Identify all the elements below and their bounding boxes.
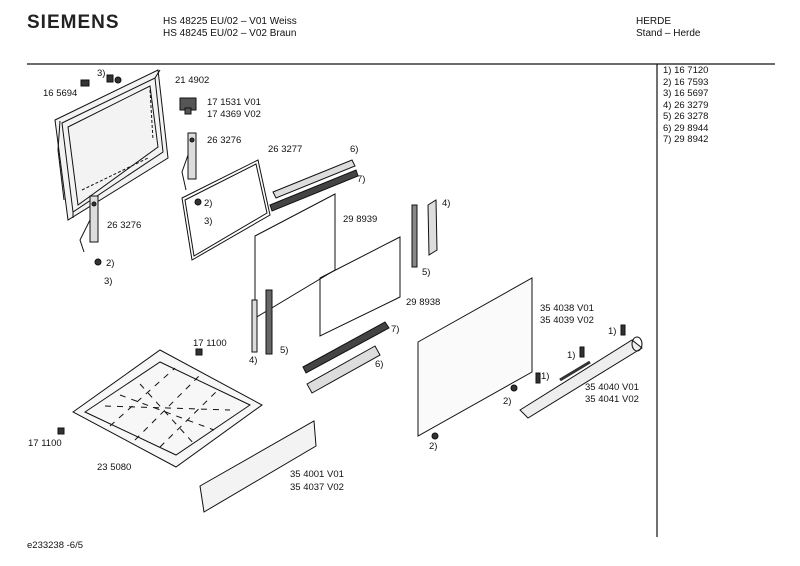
clip-parts	[80, 74, 122, 87]
legend-item: 5) 26 3278	[663, 111, 709, 122]
label-2-mid: 2)	[204, 198, 213, 209]
label-171531: 17 1531 V01	[207, 97, 261, 108]
strip-6-top	[272, 159, 356, 199]
label-6-top: 6)	[350, 144, 359, 155]
strip-6-bottom	[306, 345, 381, 394]
label-1-a: 1)	[608, 326, 617, 337]
baking-tray	[72, 349, 263, 468]
label-3-left: 3)	[104, 276, 113, 287]
profile-4-right	[427, 199, 438, 256]
model-line-2: HS 48245 EU/02 – V02 Braun	[163, 28, 297, 39]
profile-5-left	[265, 289, 273, 355]
legend-item: 3) 16 5697	[663, 88, 709, 99]
door-frame	[54, 69, 169, 221]
door-handle	[519, 336, 643, 419]
label-5-right: 5)	[422, 267, 431, 278]
legend-item: 7) 29 8942	[663, 134, 709, 145]
label-2-door-a: 2)	[503, 396, 512, 407]
label-298939: 29 8939	[343, 214, 378, 225]
label-6-bottom: 6)	[375, 359, 384, 370]
label-7-top: 7)	[357, 174, 366, 185]
label-354038: 35 4038 V01	[540, 303, 594, 314]
screws	[535, 324, 626, 384]
profile-5-right	[411, 204, 418, 268]
label-2-left: 2)	[106, 258, 115, 269]
label-174369: 17 4369 V02	[207, 109, 261, 120]
subcategory: Stand – Herde	[636, 28, 701, 39]
legend-item: 6) 29 8944	[663, 122, 709, 134]
nut-left	[57, 427, 65, 435]
label-354041: 35 4041 V02	[585, 394, 639, 405]
label-235080: 23 5080	[97, 462, 132, 473]
label-1-b: 1)	[567, 350, 576, 361]
model-line-1: HS 48225 EU/02 – V01 Weiss	[163, 16, 297, 27]
label-3-mid: 3)	[204, 216, 213, 227]
label-298938: 29 8938	[406, 297, 441, 308]
label-214902: 21 4902	[175, 75, 210, 86]
legend-list: 1) 16 7120 2) 16 7593 3) 16 5697 4) 26 3…	[663, 65, 708, 146]
label-5-left: 5)	[280, 345, 289, 356]
legend-item: 2) 16 7593	[663, 76, 709, 88]
nut-top	[195, 348, 203, 356]
label-165694: 16 5694	[43, 88, 78, 99]
door-gasket	[181, 159, 271, 261]
brand-logo: SIEMENS	[27, 12, 120, 33]
strip-7-bottom	[302, 321, 390, 374]
connector-part	[179, 97, 197, 115]
hinge-top	[181, 132, 197, 191]
profile-4-left	[251, 299, 258, 353]
label-1-c: 1)	[541, 371, 550, 382]
label-7-bottom: 7)	[391, 324, 400, 335]
label-354037: 35 4037 V02	[290, 482, 344, 493]
legend-item: 1) 16 7120	[663, 65, 709, 76]
glass-pane-middle	[319, 236, 401, 337]
label-171100-left: 17 1100	[28, 438, 62, 449]
label-2-door-b: 2)	[429, 441, 438, 452]
spacers	[94, 198, 518, 440]
label-263277: 26 3277	[268, 144, 303, 155]
hinge-left	[79, 195, 99, 253]
label-354040: 35 4040 V01	[585, 382, 639, 393]
category: HERDE	[636, 16, 672, 27]
drawing-id: e233238 -6/5	[27, 540, 83, 551]
outer-door-panel	[417, 277, 533, 437]
label-263276-top: 26 3276	[207, 135, 242, 146]
drawer-front	[199, 420, 317, 513]
label-263276-left: 26 3276	[107, 220, 142, 231]
label-4-right: 4)	[442, 198, 451, 209]
label-354039: 35 4039 V02	[540, 315, 594, 326]
label-354001: 35 4001 V01	[290, 469, 344, 480]
label-4-left: 4)	[249, 355, 258, 366]
legend-item: 4) 26 3279	[663, 99, 709, 111]
strip-7-top	[269, 169, 359, 212]
label-3-top: 3)	[97, 68, 106, 79]
label-171100-top: 17 1100	[193, 338, 227, 349]
